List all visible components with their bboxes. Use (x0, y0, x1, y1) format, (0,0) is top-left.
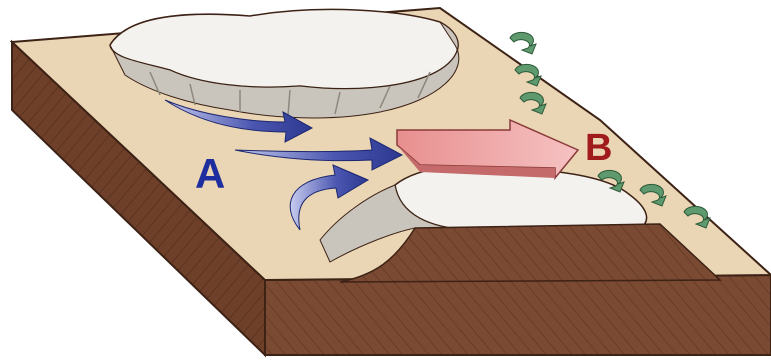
swirl-icon (510, 32, 536, 54)
label-a: A (195, 150, 225, 197)
block-front-face (265, 275, 771, 355)
label-b: B (585, 127, 612, 169)
